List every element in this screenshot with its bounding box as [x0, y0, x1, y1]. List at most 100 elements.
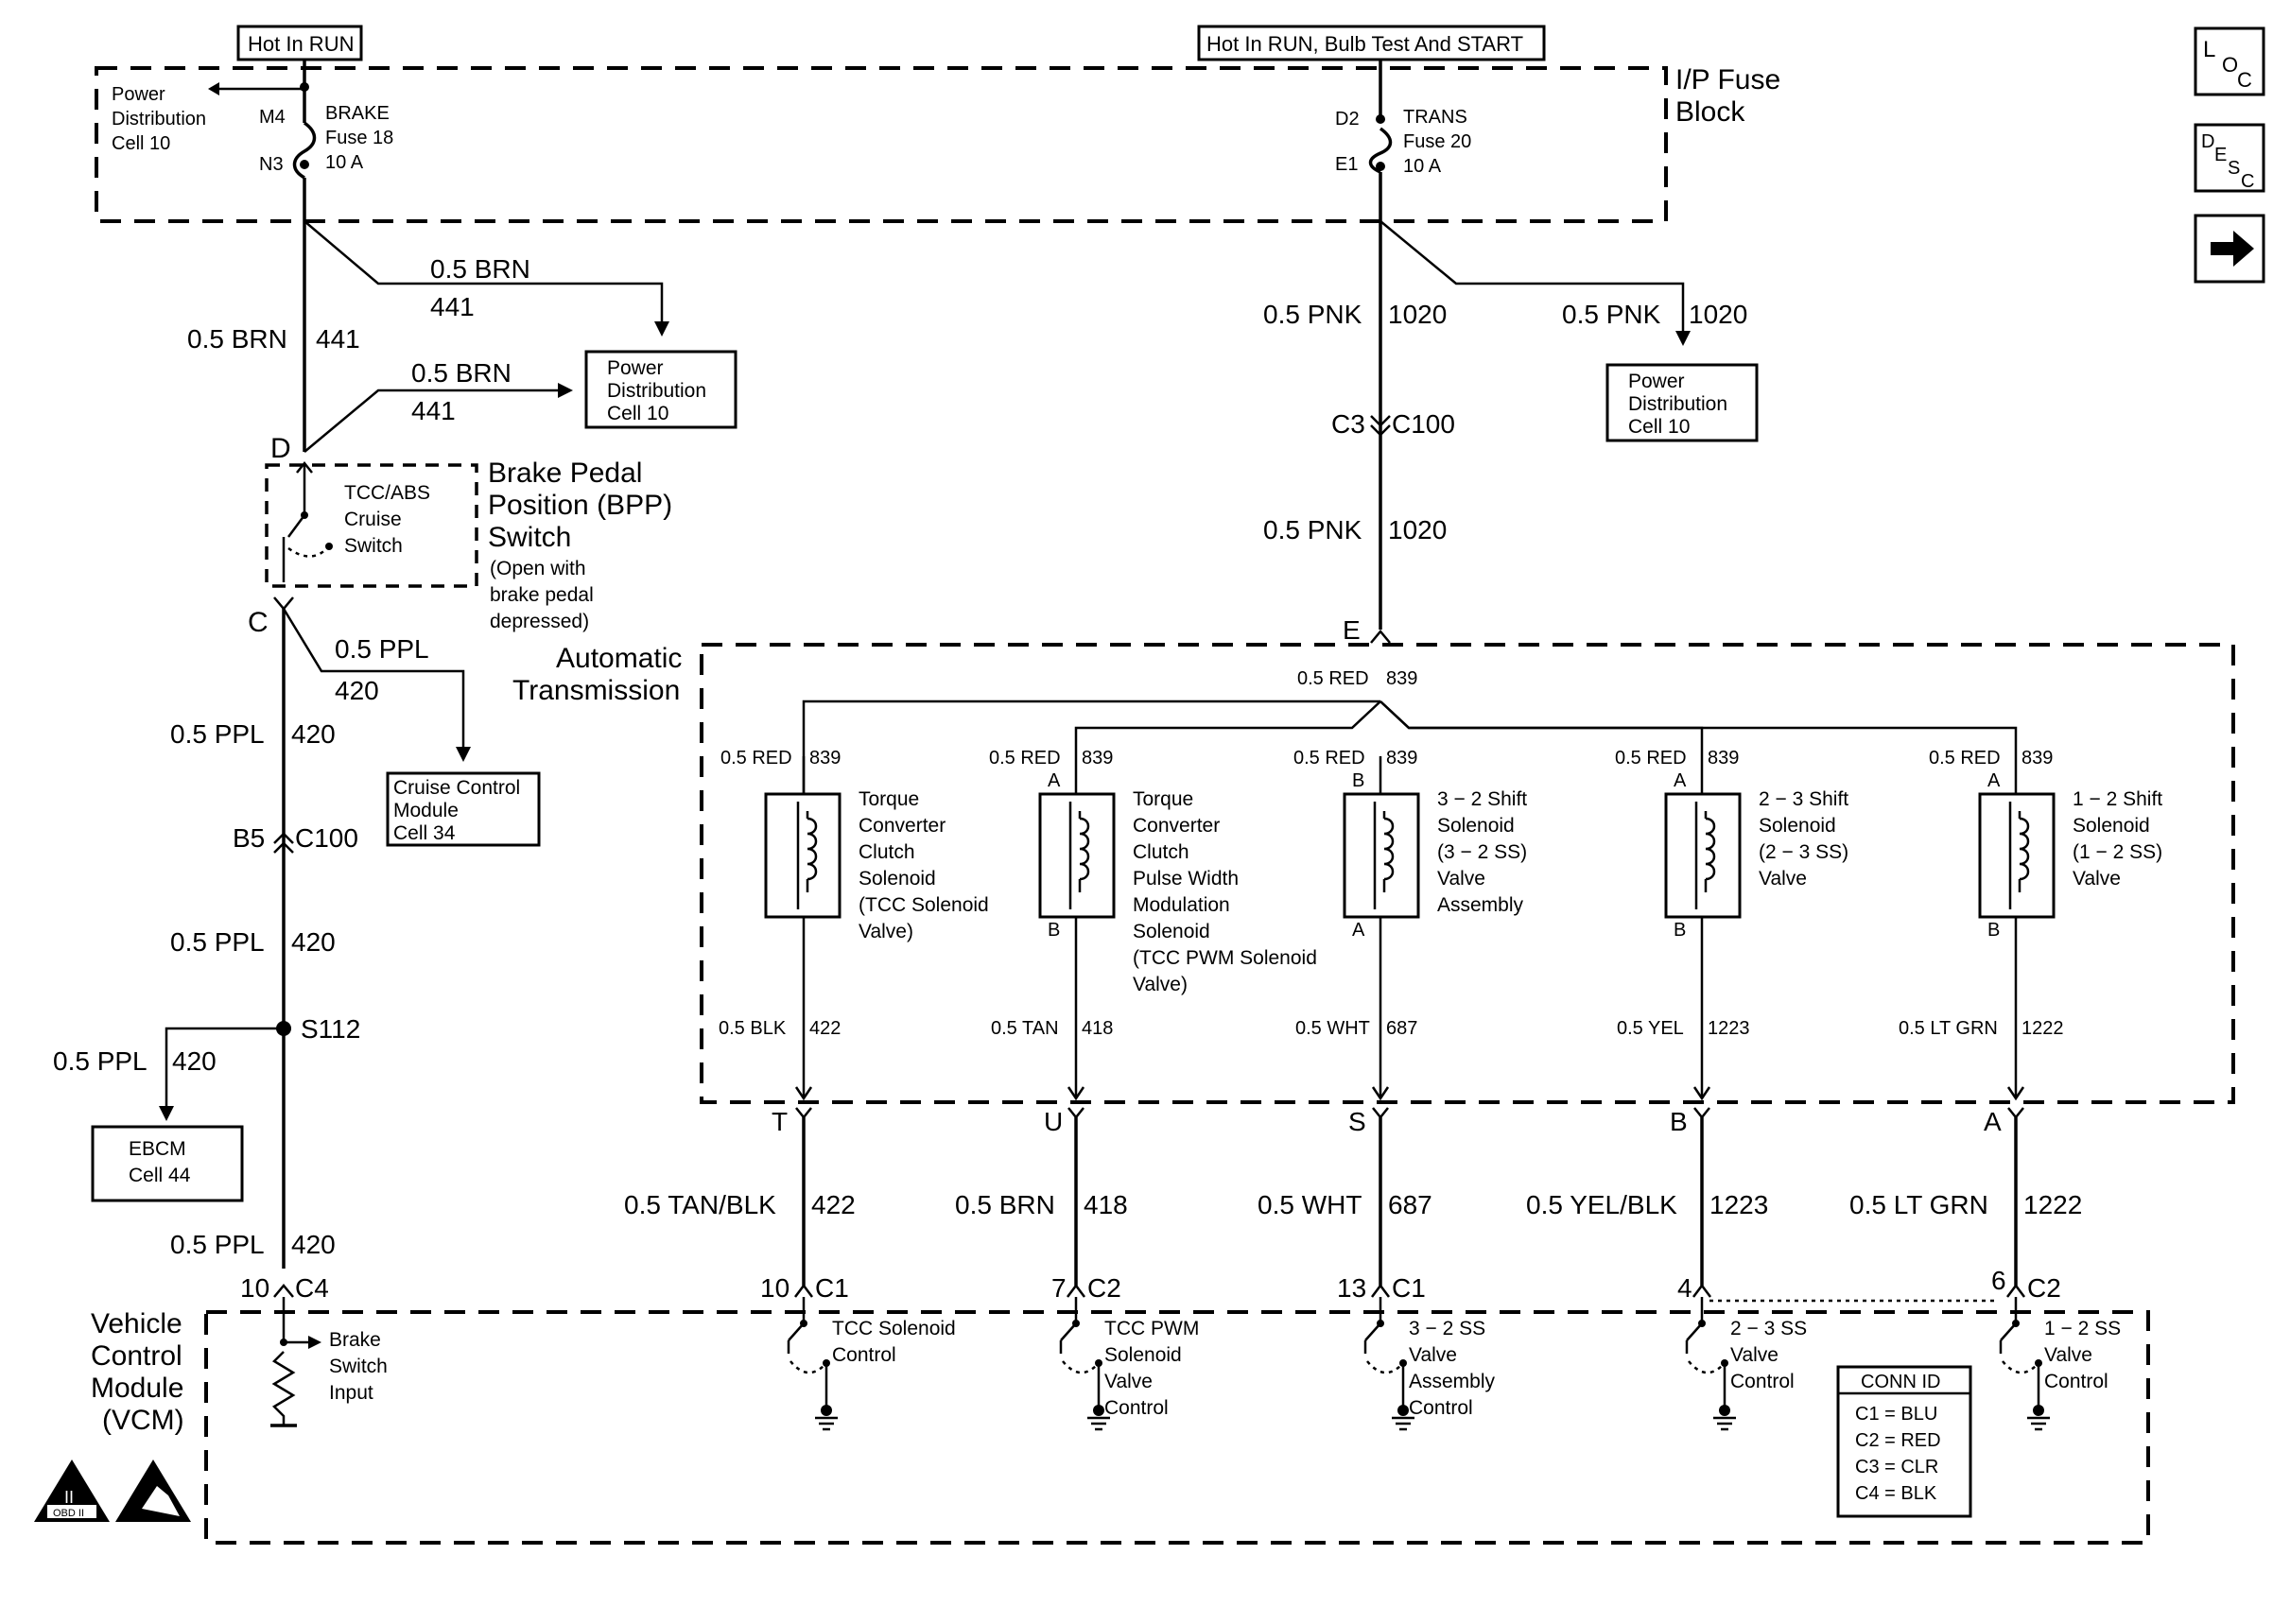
wire-441-branch1	[304, 220, 664, 331]
solenoid-5-vcm-pin: 6	[1991, 1266, 2006, 1295]
wire-441-branch1-size: 0.5 BRN	[430, 254, 530, 284]
vcm-pin-10-connector	[273, 1284, 294, 1298]
desc-icon-e: E	[2214, 145, 2227, 165]
trans-bus-num: 839	[1386, 668, 1417, 689]
solenoid-2-harness-num: 418	[1084, 1190, 1128, 1219]
solenoid-3-in-size: 0.5 RED	[1293, 748, 1365, 769]
solenoid-2-driver-ground-dot	[1093, 1405, 1104, 1416]
trans-title-2: Transmission	[512, 675, 680, 706]
vcm-title-4: (VCM)	[102, 1405, 184, 1436]
solenoid-4-vcm-connector	[1692, 1283, 1711, 1298]
vcm-outline	[204, 1310, 2150, 1545]
splice-s112-label: S112	[301, 1014, 360, 1044]
solenoid-3-label-1: 3 − 2 Shift	[1437, 788, 1527, 810]
trans-bus-size: 0.5 RED	[1297, 668, 1369, 689]
vcm-brake-node	[280, 1339, 287, 1346]
solenoid-4-label-3: (2 − 3 SS)	[1759, 841, 1848, 863]
solenoid-3-vcm-connector	[1371, 1283, 1390, 1298]
solenoid-3-vcm-label-3: Assembly	[1409, 1371, 1496, 1392]
solenoid-1-vcm-label-1: TCC Solenoid	[832, 1318, 956, 1339]
esd-caution-icon	[115, 1460, 191, 1522]
solenoid-1-coil	[806, 811, 818, 892]
solenoid-2-driver-travel	[1062, 1360, 1098, 1374]
c100-connector-left	[273, 832, 294, 854]
loc-button[interactable]	[2194, 26, 2265, 96]
solenoid-1-out-size: 0.5 BLK	[719, 1018, 787, 1039]
fuse-block-pd-arrowhead	[208, 82, 219, 95]
wire-420a-num: 420	[291, 719, 336, 749]
solenoid-4-label-4: Valve	[1759, 868, 1807, 890]
trans-fuse-pin-bottom	[1376, 162, 1385, 171]
trans-fuse-number: Fuse 20	[1403, 131, 1471, 152]
solenoid-5-body	[1978, 792, 2056, 919]
wire-441-branch2-arrowhead	[558, 383, 573, 398]
solenoid-5-label-4: Valve	[2073, 868, 2121, 890]
brake-fuse-number: Fuse 18	[325, 128, 393, 148]
solenoid-4-pin-bottom: B	[1674, 920, 1686, 941]
solenoid-2-out-size: 0.5 TAN	[991, 1018, 1059, 1039]
conn-id-row-1: C1 = BLU	[1855, 1404, 1937, 1425]
solenoid-1-label-4: Solenoid	[859, 868, 936, 890]
solenoid-1-label-1: Torque	[859, 788, 919, 810]
solenoid-2-harness-size: 0.5 BRN	[955, 1190, 1055, 1219]
solenoid-5-vcm-label-2: Valve	[2044, 1344, 2092, 1366]
solenoid-2-vcm-pin: 7	[1051, 1273, 1067, 1303]
pd-box-left	[584, 350, 737, 429]
solenoid-3-label-5: Assembly	[1437, 894, 1524, 916]
solenoid-3-vcm-pin: 13	[1337, 1273, 1366, 1303]
solenoid-5-pin-bottom: B	[1987, 920, 2000, 941]
wire-420-ebcm-size: 0.5 PPL	[53, 1046, 147, 1076]
trans-fuse-pin-top	[1376, 114, 1385, 124]
wire-420-cruise-arrowhead	[456, 747, 471, 762]
solenoid-5-label-3: (1 − 2 SS)	[2073, 841, 2162, 863]
solenoid-2-label-1: Torque	[1133, 788, 1193, 810]
brake-fuse-rating: 10 A	[325, 152, 364, 173]
wire-420-ebcm-num: 420	[172, 1046, 217, 1076]
solenoid-2-label-3: Clutch	[1133, 841, 1189, 863]
bpp-switch-blade	[286, 514, 306, 538]
bpp-note-1: (Open with	[490, 558, 586, 579]
solenoid-4-vcm-label-1: 2 − 3 SS	[1730, 1318, 1807, 1339]
fuse-block-pd-label: Power	[112, 84, 165, 105]
bpp-note-3: depressed)	[490, 611, 589, 632]
solenoid-5-out-num: 1222	[2021, 1018, 2064, 1039]
solenoid-4-pin-top: A	[1674, 770, 1687, 791]
trans-title-1: Automatic	[556, 643, 682, 674]
solenoid-5-vcm-connector	[2006, 1283, 2025, 1298]
trans-fuse-pin-d2: D2	[1335, 109, 1360, 130]
solenoid-5-vcm-label-3: Control	[2044, 1371, 2108, 1392]
brake-fuse-pin-top	[300, 82, 309, 92]
solenoid-2-vcm-label-1: TCC PWM	[1104, 1318, 1199, 1339]
cruise-box-line1: Cruise Control	[393, 777, 520, 799]
wire-1020-branch-size: 0.5 PNK	[1562, 300, 1661, 329]
fuse-block-title: I/P Fuse	[1675, 64, 1780, 95]
solenoid-4-in-size: 0.5 RED	[1615, 748, 1687, 769]
vcm-brake-label-1: Brake	[329, 1329, 381, 1351]
solenoid-1-body	[764, 792, 842, 919]
wire-441-branch2-num: 441	[411, 396, 456, 425]
trans-fuse-pin-e1: E1	[1335, 154, 1358, 175]
vcm-brake-resistor	[271, 1351, 296, 1425]
desc-button[interactable]	[2194, 123, 2265, 193]
conn-id-row-4: C4 = BLK	[1855, 1483, 1937, 1504]
wire-1020b-size: 0.5 PNK	[1263, 515, 1362, 544]
solenoid-2-driver-blade	[1060, 1322, 1077, 1341]
solenoid-5-vcm-conn: C2	[2027, 1273, 2061, 1303]
solenoid-4-arrow	[1692, 1086, 1711, 1101]
bus-line-4	[1379, 700, 1704, 756]
vcm-title-1: Vehicle	[91, 1308, 182, 1339]
wire-420-cruise-branch	[282, 608, 465, 756]
c100-right-label: C100	[295, 823, 358, 853]
solenoid-4-in-num: 839	[1708, 748, 1739, 769]
wire-441-branch1-num: 441	[430, 292, 475, 321]
solenoid-5-vcm-label-1: 1 − 2 SS	[2044, 1318, 2121, 1339]
wire-1020-branch-arrowhead	[1675, 331, 1691, 346]
solenoid-4-out-num: 1223	[1708, 1018, 1750, 1039]
wire-420-ebcm-arrowhead	[159, 1106, 174, 1121]
solenoid-5-connector	[2007, 1107, 2024, 1120]
solenoid-5-harness-size: 0.5 LT GRN	[1849, 1190, 1988, 1219]
wire-1020-branch-num: 1020	[1689, 300, 1747, 329]
brake-fuse-pin-m4: M4	[259, 107, 286, 128]
fuse-block-outline	[95, 66, 1668, 223]
